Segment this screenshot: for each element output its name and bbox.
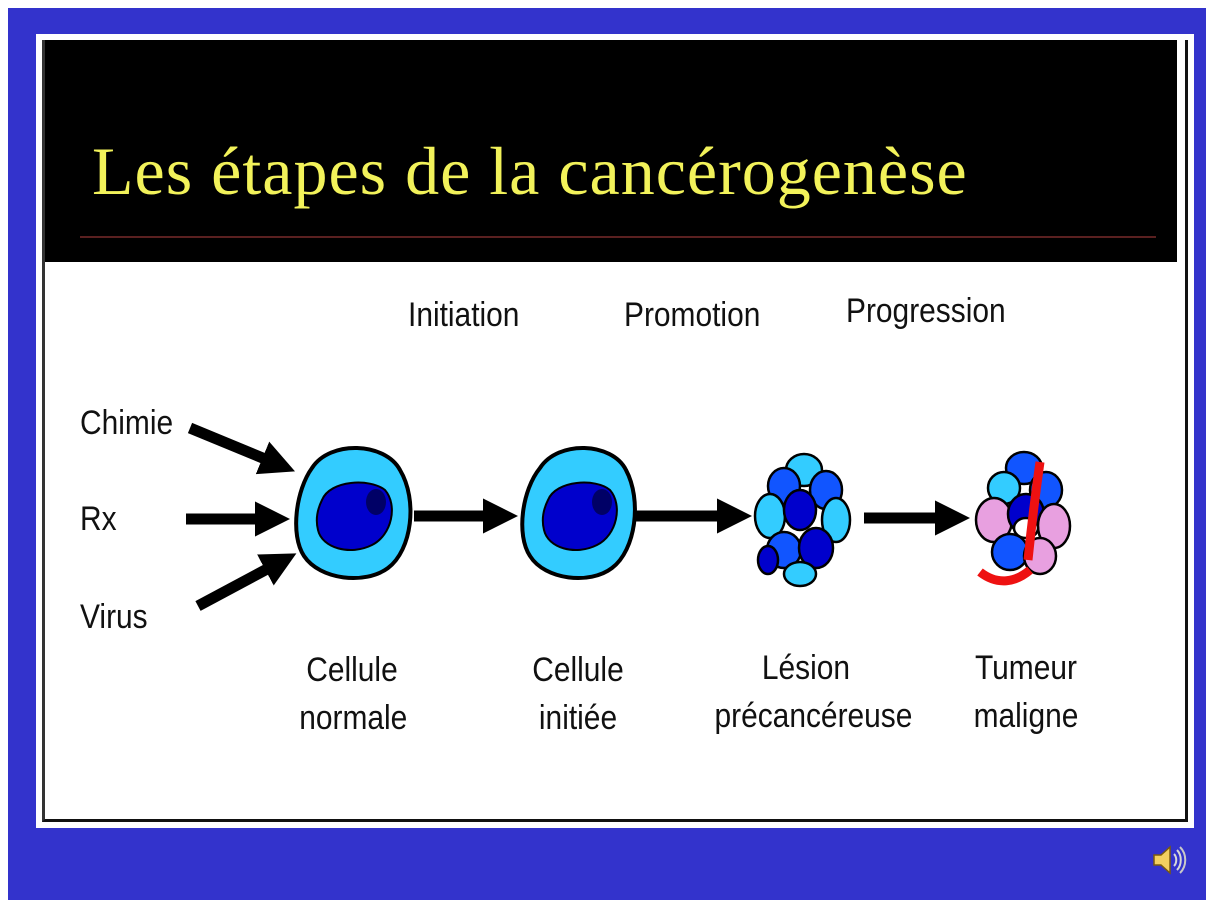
arrow-chimie — [187, 422, 296, 475]
caption-initiated-cell: Cellule initiée — [525, 646, 631, 742]
arrow-virus — [195, 553, 297, 611]
title-underline — [80, 236, 1156, 238]
caption-malignant-tumor-line2: maligne — [973, 697, 1079, 735]
agent-rx: Rx — [80, 500, 117, 538]
caption-normal-cell-line2: normale — [299, 699, 408, 737]
speaker-icon[interactable] — [1148, 840, 1188, 880]
caption-malignant-tumor-line1: Tumeur — [975, 649, 1077, 687]
caption-normal-cell: Cellule normale — [299, 646, 408, 742]
caption-initiated-cell-line2: initiée — [538, 699, 618, 737]
agent-chimie: Chimie — [80, 404, 174, 442]
slide-title: Les étapes de la cancérogenèse — [92, 133, 968, 209]
caption-initiated-cell-line1: Cellule — [532, 651, 624, 689]
caption-precancerous-lesion-line2: précancéreuse — [714, 697, 913, 735]
agent-virus: Virus — [80, 598, 148, 636]
caption-precancerous-lesion: Lésion précancéreuse — [714, 644, 913, 740]
stage-initiation: Initiation — [408, 296, 520, 334]
initiated-cell-icon — [520, 446, 637, 580]
stage-progression: Progression — [846, 292, 1006, 330]
malignant-tumor-icon — [974, 450, 1072, 586]
normal-cell-icon — [294, 446, 413, 580]
title-bar — [45, 40, 1177, 262]
caption-malignant-tumor: Tumeur maligne — [970, 644, 1083, 740]
stage-promotion: Promotion — [624, 296, 761, 334]
caption-normal-cell-line1: Cellule — [306, 651, 398, 689]
precancerous-lesion-icon — [753, 452, 852, 588]
caption-precancerous-lesion-line1: Lésion — [761, 649, 851, 687]
